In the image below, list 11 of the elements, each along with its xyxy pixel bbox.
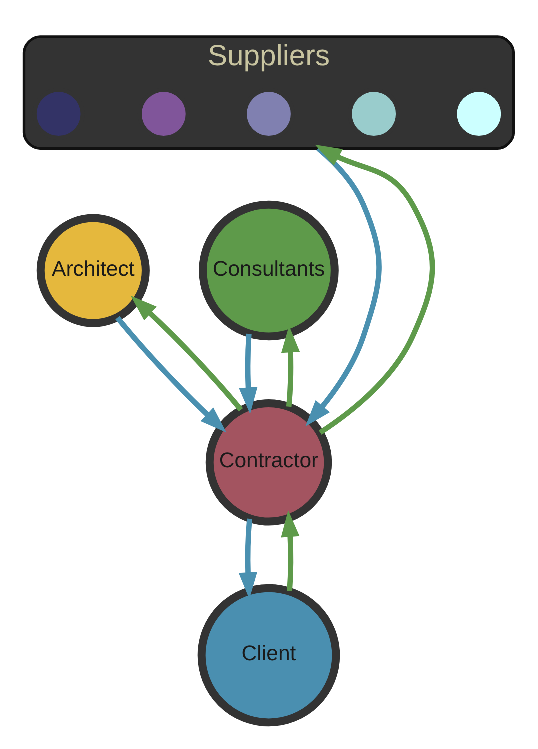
arrow (306, 146, 382, 427)
node-circle: Client (198, 584, 340, 727)
cluster: Suppliers (22, 36, 516, 150)
arrow (116, 316, 227, 433)
arrow (130, 296, 244, 412)
arrow (281, 510, 300, 592)
arrow (239, 334, 258, 414)
node-circle: Consultants (199, 200, 339, 341)
arrow (315, 144, 436, 436)
arrow (281, 326, 300, 408)
node-circle: Architect (36, 214, 150, 328)
